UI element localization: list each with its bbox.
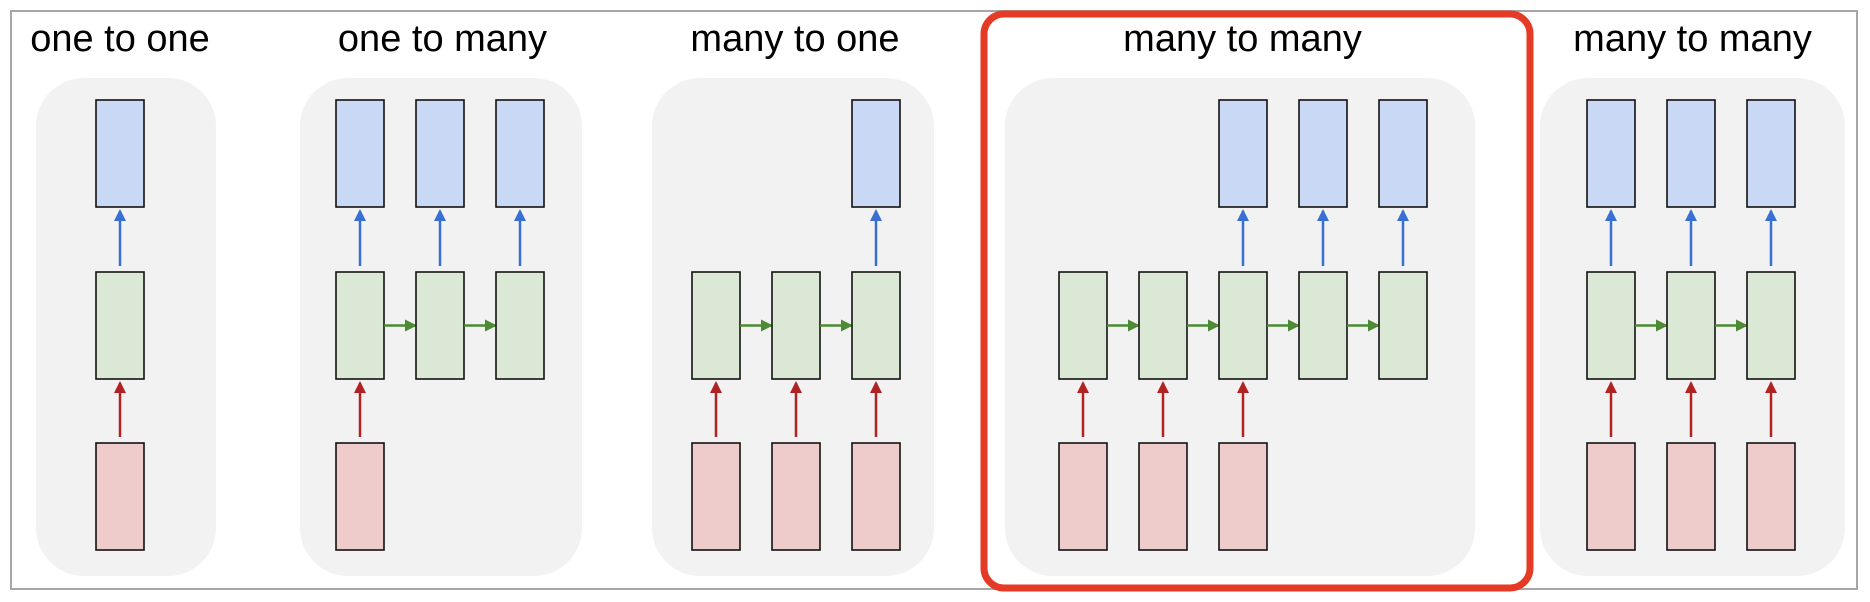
output-box	[1218, 99, 1268, 208]
panel-title-one-to-one: one to one	[30, 18, 210, 60]
input-box	[851, 442, 901, 551]
input-box	[1586, 442, 1636, 551]
hidden-state-box	[771, 271, 821, 380]
output-box	[495, 99, 545, 208]
output-box	[1746, 99, 1796, 208]
hidden-state-box	[1378, 271, 1428, 380]
output-box	[1666, 99, 1716, 208]
panel-title-many-to-one: many to one	[690, 18, 900, 60]
hidden-state-box	[1586, 271, 1636, 380]
output-box	[1586, 99, 1636, 208]
hidden-state-box	[335, 271, 385, 380]
panel-title-one-to-many: one to many	[337, 18, 548, 60]
hidden-state-box	[495, 271, 545, 380]
highlight-box	[980, 10, 1534, 592]
output-box	[1298, 99, 1348, 208]
input-box	[1058, 442, 1108, 551]
hidden-state-box	[1746, 271, 1796, 380]
hidden-state-box	[415, 271, 465, 380]
hidden-state-box	[1138, 271, 1188, 380]
hidden-state-box	[1218, 271, 1268, 380]
output-box	[851, 99, 901, 208]
hidden-state-box	[1058, 271, 1108, 380]
output-box	[335, 99, 385, 208]
hidden-state-box	[691, 271, 741, 380]
output-box	[95, 99, 145, 208]
panel-title-many-to-many-encoder-decoder: many to many	[1123, 18, 1362, 60]
input-box	[1218, 442, 1268, 551]
input-box	[1666, 442, 1716, 551]
hidden-state-box	[1298, 271, 1348, 380]
hidden-state-box	[95, 271, 145, 380]
input-box	[1746, 442, 1796, 551]
input-box	[95, 442, 145, 551]
input-box	[335, 442, 385, 551]
output-box	[415, 99, 465, 208]
panel-title-many-to-many-synced: many to many	[1573, 18, 1812, 60]
input-box	[1138, 442, 1188, 551]
hidden-state-box	[1666, 271, 1716, 380]
input-box	[771, 442, 821, 551]
hidden-state-box	[851, 271, 901, 380]
output-box	[1378, 99, 1428, 208]
input-box	[691, 442, 741, 551]
